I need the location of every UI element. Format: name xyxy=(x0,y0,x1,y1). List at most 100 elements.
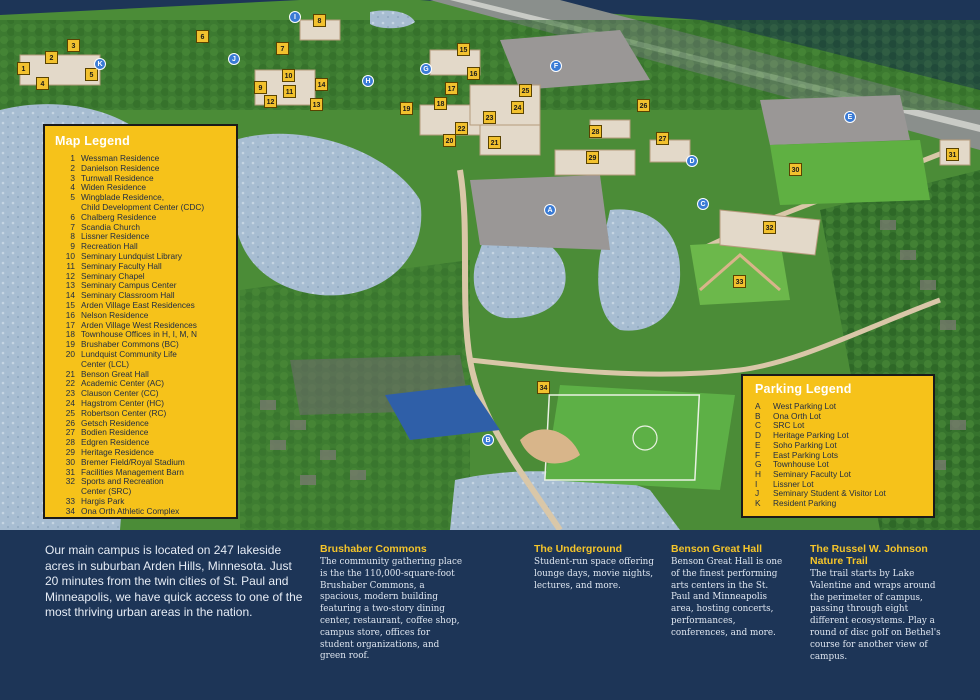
map-legend-item: Center (SRC) xyxy=(55,486,228,497)
parking-marker-e[interactable]: E xyxy=(844,111,856,123)
map-legend-item-label: Recreation Hall xyxy=(81,241,138,252)
map-marker-13[interactable]: 13 xyxy=(310,98,323,111)
parking-marker-k[interactable]: K xyxy=(94,58,106,70)
map-marker-1[interactable]: 1 xyxy=(17,62,30,75)
map-marker-17[interactable]: 17 xyxy=(445,82,458,95)
parking-marker-i[interactable]: I xyxy=(289,11,301,23)
map-marker-28[interactable]: 28 xyxy=(589,125,602,138)
map-marker-32[interactable]: 32 xyxy=(763,221,776,234)
map-legend-item-number: 5 xyxy=(70,192,75,203)
bremer-field xyxy=(770,140,930,205)
map-marker-11[interactable]: 11 xyxy=(283,85,296,98)
map-legend-item-label: Getsch Residence xyxy=(81,417,149,428)
parking-marker-g[interactable]: G xyxy=(420,63,432,75)
parking-legend-item-label: Lissner Lot xyxy=(773,478,814,489)
map-legend-item-label: Wessman Residence xyxy=(81,153,160,163)
parking-legend-item-label: Seminary Student & Visitor Lot xyxy=(773,488,886,499)
parking-marker-f[interactable]: F xyxy=(550,60,562,72)
map-legend-item-label: Robertson Center (RC) xyxy=(81,407,167,418)
map-legend-item-number: 2 xyxy=(70,162,75,173)
map-legend-item-number: 11 xyxy=(66,260,75,271)
map-legend-item: Center (LCL) xyxy=(55,359,228,370)
map-legend-item-number: 29 xyxy=(65,446,75,457)
feature-body: Student-run space offering lounge days, … xyxy=(534,557,654,591)
intro-text: Our main campus is located on 247 lakesi… xyxy=(45,543,303,619)
map-legend-item-number: 19 xyxy=(65,339,75,350)
map-marker-23[interactable]: 23 xyxy=(483,111,496,124)
map-legend-item-label: Seminary Lundquist Library xyxy=(81,250,182,261)
parking-marker-c[interactable]: C xyxy=(697,198,709,210)
map-marker-10[interactable]: 10 xyxy=(282,69,295,82)
map-marker-22[interactable]: 22 xyxy=(455,122,468,135)
map-legend-item-label: Turnwall Residence xyxy=(81,172,154,183)
parking-marker-h[interactable]: H xyxy=(362,75,374,87)
parking-marker-d[interactable]: D xyxy=(686,155,698,167)
map-marker-16[interactable]: 16 xyxy=(467,67,480,80)
parking-legend-item: K Resident Parking xyxy=(755,498,925,509)
map-legend-item-number: 20 xyxy=(65,348,75,359)
map-marker-18[interactable]: 18 xyxy=(434,97,447,110)
map-legend-item-number: 30 xyxy=(65,456,75,467)
hargis-park xyxy=(690,240,790,305)
map-marker-7[interactable]: 7 xyxy=(276,42,289,55)
map-marker-4[interactable]: 4 xyxy=(36,77,49,90)
feature-body: Benson Great Hall is one of the finest p… xyxy=(671,557,783,638)
parking-legend-item-label: East Parking Lots xyxy=(773,449,839,460)
map-legend-item-label: Facilities Management Barn xyxy=(81,466,184,477)
map-marker-8[interactable]: 8 xyxy=(313,14,326,27)
parking-legend-item-number: K xyxy=(755,498,761,509)
parking-legend-item-number: A xyxy=(755,401,761,411)
map-marker-20[interactable]: 20 xyxy=(443,134,456,147)
pond-east xyxy=(598,209,681,331)
parking-legend-item-number: G xyxy=(755,459,762,470)
soccer-field xyxy=(545,385,735,490)
parking-legend-item-label: Heritage Parking Lot xyxy=(773,430,849,441)
map-marker-9[interactable]: 9 xyxy=(254,81,267,94)
map-marker-31[interactable]: 31 xyxy=(946,148,959,161)
map-legend-item-number: 21 xyxy=(65,368,75,379)
map-marker-29[interactable]: 29 xyxy=(586,151,599,164)
map-legend-item-label: Sports and Recreation xyxy=(81,476,164,487)
map-marker-24[interactable]: 24 xyxy=(511,101,524,114)
map-marker-26[interactable]: 26 xyxy=(637,99,650,112)
map-legend-item-label: Ona Orth Athletic Complex xyxy=(81,505,180,516)
lake-valentine xyxy=(235,133,422,296)
parking-marker-a[interactable]: A xyxy=(544,204,556,216)
map-marker-3[interactable]: 3 xyxy=(67,39,80,52)
map-marker-34[interactable]: 34 xyxy=(537,381,550,394)
map-marker-5[interactable]: 5 xyxy=(85,68,98,81)
feature-benson-great-hall: Benson Great Hall Benson Great Hall is o… xyxy=(671,543,789,640)
parking-marker-j[interactable]: J xyxy=(228,53,240,65)
map-legend-item-label: Seminary Campus Center xyxy=(81,280,177,291)
map-marker-25[interactable]: 25 xyxy=(519,84,532,97)
map-marker-14[interactable]: 14 xyxy=(315,78,328,91)
map-marker-21[interactable]: 21 xyxy=(488,136,501,149)
map-marker-6[interactable]: 6 xyxy=(196,30,209,43)
map-marker-2[interactable]: 2 xyxy=(45,51,58,64)
map-marker-12[interactable]: 12 xyxy=(264,95,277,108)
map-marker-30[interactable]: 30 xyxy=(789,163,802,176)
map-legend-item-label: Hargis Park xyxy=(81,495,125,506)
parking-legend-item-label: Resident Parking xyxy=(773,498,837,509)
parking-legend-item-number: J xyxy=(755,488,760,499)
parking-legend-item-label: SRC Lot xyxy=(773,420,805,431)
map-marker-15[interactable]: 15 xyxy=(457,43,470,56)
map-marker-33[interactable]: 33 xyxy=(733,275,746,288)
map-marker-19[interactable]: 19 xyxy=(400,102,413,115)
map-legend-item-label: Townhouse Offices in H, I, M, N xyxy=(81,329,198,340)
parking-marker-b[interactable]: B xyxy=(482,434,494,446)
map-marker-27[interactable]: 27 xyxy=(656,132,669,145)
